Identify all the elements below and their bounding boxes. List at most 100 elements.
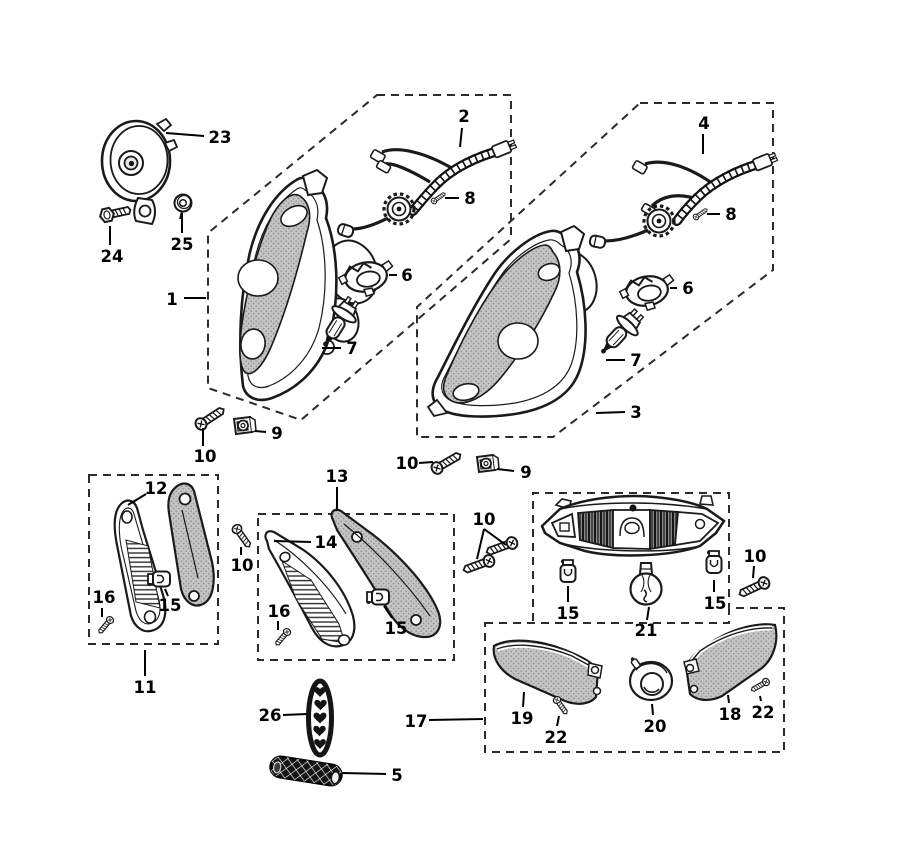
callout-label-15: 15	[704, 594, 727, 613]
bulb-socket-15-box11	[146, 570, 171, 588]
headlight-right-mount-tab	[559, 224, 586, 253]
headlight-lens-left	[237, 168, 338, 402]
horn-tab-top	[155, 117, 173, 133]
callout-7-left: 7	[322, 339, 358, 358]
callout-18: 18	[719, 694, 741, 724]
tail-bulb-21	[629, 562, 663, 606]
callout-12: 12	[127, 479, 168, 506]
box-headlight-right	[416, 102, 774, 438]
callout-7-right: 7	[606, 351, 642, 370]
position-lens-left	[113, 499, 167, 633]
callout-label-15: 15	[159, 596, 182, 615]
tail-lens-right	[649, 509, 679, 551]
callout-10-tail-right: 10	[744, 547, 767, 579]
bulb-socket-right	[616, 270, 679, 316]
callout-20: 20	[644, 703, 666, 736]
callout-15-box11: 15	[159, 588, 182, 615]
harness-round-connector	[382, 192, 416, 226]
callout-8-right: 8	[707, 205, 737, 224]
callout-24: 24	[101, 226, 124, 266]
callout-16-box11: 16	[93, 588, 115, 617]
callout-label-22: 22	[752, 703, 775, 722]
callout-25: 25	[171, 213, 194, 254]
harness-branch-connector	[631, 160, 648, 175]
screw-10-tail-right	[735, 574, 773, 601]
harness-branch-connector	[375, 159, 392, 174]
clip-nut-9-right	[476, 454, 500, 473]
callout-label-12: 12	[145, 479, 168, 498]
headlight-left-mount-tab	[301, 168, 329, 197]
callout-label-7: 7	[346, 339, 357, 358]
screw-16-box13	[272, 626, 293, 648]
callout-17: 17	[405, 712, 484, 731]
callout-10-below-right-box: 10	[396, 454, 434, 473]
horn-nut	[173, 193, 193, 220]
callout-label-22: 22	[545, 728, 568, 747]
reflector-ring-20	[628, 657, 674, 702]
callout-label-7: 7	[630, 351, 641, 370]
callout-1: 1	[166, 290, 206, 309]
callout-label-10: 10	[473, 510, 496, 529]
callout-label-14: 14	[315, 533, 338, 552]
screw-8-right	[691, 206, 710, 222]
callout-label-3: 3	[630, 403, 641, 422]
grille-insert	[269, 755, 343, 787]
callout-6-right: 6	[670, 279, 694, 298]
bulb-socket-15-box13	[365, 588, 390, 606]
screw-16-box11	[95, 614, 116, 636]
callout-10-below-left-box: 10	[194, 428, 217, 466]
horn	[100, 117, 179, 226]
screw-10-below-left-box	[192, 403, 228, 433]
screw-10-beside-box11	[229, 522, 255, 551]
callout-23: 23	[165, 128, 232, 147]
callout-label-8: 8	[725, 205, 736, 224]
callout-9-right: 9	[496, 463, 532, 482]
callout-label-10: 10	[396, 454, 419, 473]
box-tail-lamp	[532, 492, 730, 621]
callout-label-4: 4	[698, 114, 709, 133]
callout-label-17: 17	[405, 712, 428, 731]
screw-10-below-right-box	[428, 448, 465, 477]
callout-label-10: 10	[744, 547, 767, 566]
callout-label-5: 5	[391, 766, 402, 785]
callout-16-box13: 16	[268, 602, 290, 630]
callout-label-10: 10	[194, 447, 217, 466]
callout-22-left: 22	[545, 715, 568, 747]
harness-connector-main	[491, 139, 518, 159]
dashed-group-boxes	[88, 94, 785, 753]
callout-label-15: 15	[557, 604, 580, 623]
wiring-harness-right	[588, 152, 779, 249]
callout-11: 11	[134, 650, 156, 697]
harness-bullet-connector	[336, 223, 355, 238]
horn-bolt	[99, 206, 132, 224]
bulb-socket-15-tail-right	[705, 549, 723, 574]
harness-round-connector	[642, 204, 676, 238]
emblem	[306, 678, 334, 758]
callout-label-26: 26	[259, 706, 282, 725]
callout-label-2: 2	[458, 107, 469, 126]
headlight-right-foot	[426, 398, 449, 418]
callout-10-tail-left: 10	[473, 510, 507, 560]
callout-label-9: 9	[520, 463, 531, 482]
callout-label-15: 15	[385, 619, 408, 638]
tail-lamp-housing	[540, 494, 726, 557]
headlight-lens-right	[426, 224, 587, 418]
harness-branch-connector	[369, 149, 386, 164]
callout-label-8: 8	[464, 189, 475, 208]
callout-22-right: 22	[752, 695, 775, 722]
callout-15-tail-left: 15	[557, 586, 580, 623]
harness-bullet-connector	[588, 234, 607, 249]
box-position-lamp-left	[88, 474, 219, 645]
box-headlight-left	[207, 94, 512, 422]
callout-label-25: 25	[171, 235, 194, 254]
screw-22-right	[749, 676, 772, 695]
rear-cover-right	[683, 623, 778, 701]
callout-9-left: 9	[254, 424, 283, 443]
callout-26: 26	[259, 706, 308, 725]
box-rear-covers	[484, 607, 785, 753]
callout-label-23: 23	[209, 128, 232, 147]
callout-label-24: 24	[101, 247, 124, 266]
callout-label-6: 6	[401, 266, 412, 285]
